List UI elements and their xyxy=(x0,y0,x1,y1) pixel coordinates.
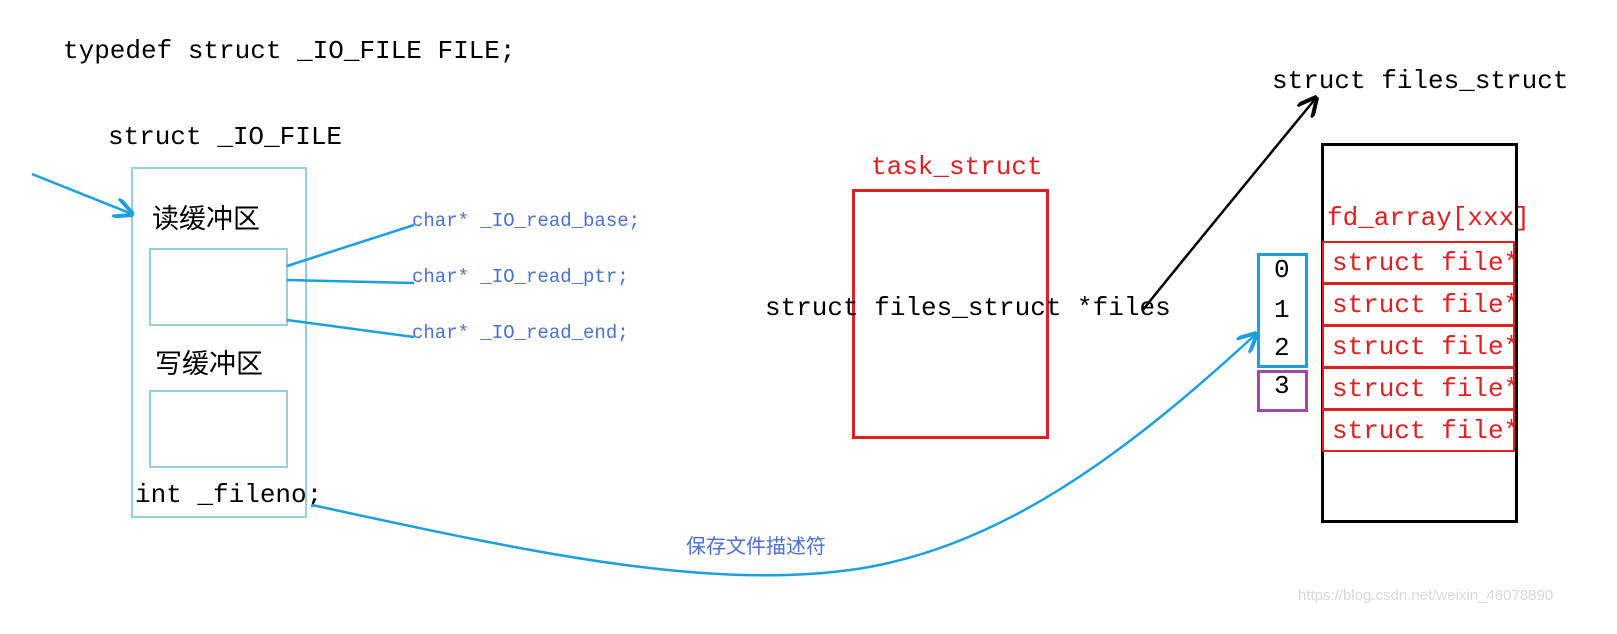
io-file-title: struct _IO_FILE xyxy=(108,122,343,152)
files-pointer-arrow xyxy=(1141,98,1316,311)
fd-array-label: fd_array[xxx] xyxy=(1327,203,1530,233)
annotation-label: 保存文件描述符 xyxy=(686,534,826,558)
task-struct-title: task_struct xyxy=(871,152,1043,182)
read-field-base: char* _IO_read_base; xyxy=(412,210,641,232)
fd-entry-0-label: struct file* xyxy=(1332,248,1520,278)
typedef-line: typedef struct _IO_FILE FILE; xyxy=(63,36,516,66)
read-ptr-connector xyxy=(286,278,415,285)
io-file-pointer-arrow xyxy=(31,172,132,214)
fd-index-box-std xyxy=(1257,253,1308,368)
write-buffer-box xyxy=(149,390,288,468)
task-struct-box xyxy=(852,189,1049,439)
fd-index-1: 1 xyxy=(1274,295,1290,325)
fd-entry-2-label: struct file* xyxy=(1332,332,1520,362)
fd-index-3: 3 xyxy=(1274,371,1290,401)
fd-index-box-3 xyxy=(1257,370,1308,412)
fd-index-0: 0 xyxy=(1274,255,1290,285)
write-buffer-label: 写缓冲区 xyxy=(155,349,263,380)
fd-entry-4-label: struct file* xyxy=(1332,416,1520,446)
fd-entry-1-label: struct file* xyxy=(1332,290,1520,320)
fileno-label: int _fileno; xyxy=(135,480,323,510)
fileno-arrow xyxy=(311,334,1256,577)
fd-index-2: 2 xyxy=(1274,333,1290,363)
read-field-ptr: char* _IO_read_ptr; xyxy=(412,266,629,288)
files-struct-title: struct files_struct xyxy=(1272,66,1569,96)
read-end-connector xyxy=(286,318,415,339)
task-struct-member: struct files_struct *files xyxy=(765,293,1171,323)
read-field-end: char* _IO_read_end; xyxy=(412,322,629,344)
read-base-connector xyxy=(286,223,415,268)
fd-entry-1: struct file* xyxy=(1322,283,1519,326)
fd-entry-3-label: struct file* xyxy=(1332,374,1520,404)
io-file-box xyxy=(131,167,307,518)
read-buffer-box xyxy=(149,248,288,326)
read-buffer-label: 读缓冲区 xyxy=(152,204,260,235)
watermark: https://blog.csdn.net/weixin_46078890 xyxy=(1298,587,1554,604)
fd-entry-4: struct file* xyxy=(1322,409,1519,452)
